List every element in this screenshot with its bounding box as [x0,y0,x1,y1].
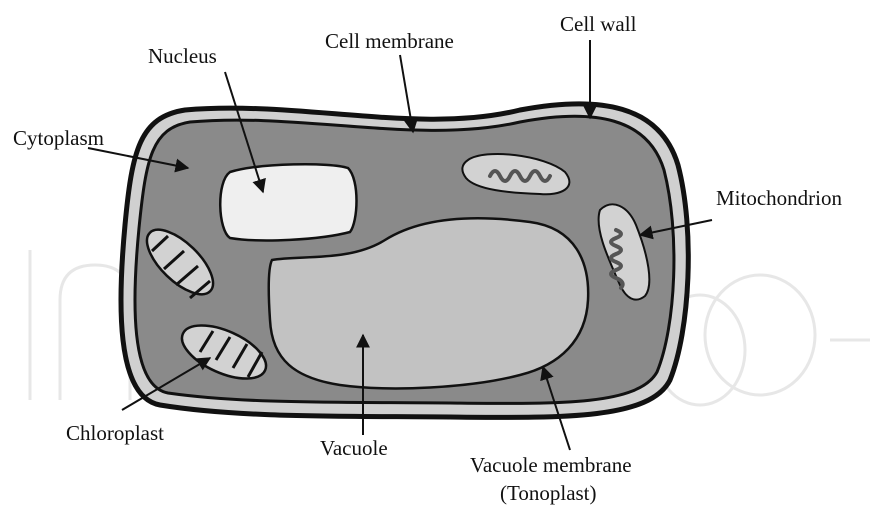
label-cell-membrane: Cell membrane [325,29,454,53]
label-vacuole-membrane-line2: (Tonoplast) [500,481,597,505]
label-nucleus: Nucleus [148,44,217,68]
label-chloroplast: Chloroplast [66,421,164,445]
label-mitochondrion: Mitochondrion [716,186,842,210]
label-vacuole: Vacuole [320,436,388,460]
label-cytoplasm: Cytoplasm [13,126,104,150]
label-vacuole-membrane-line1: Vacuole membrane [470,453,632,477]
nucleus [220,164,356,240]
label-cell-wall: Cell wall [560,12,637,36]
